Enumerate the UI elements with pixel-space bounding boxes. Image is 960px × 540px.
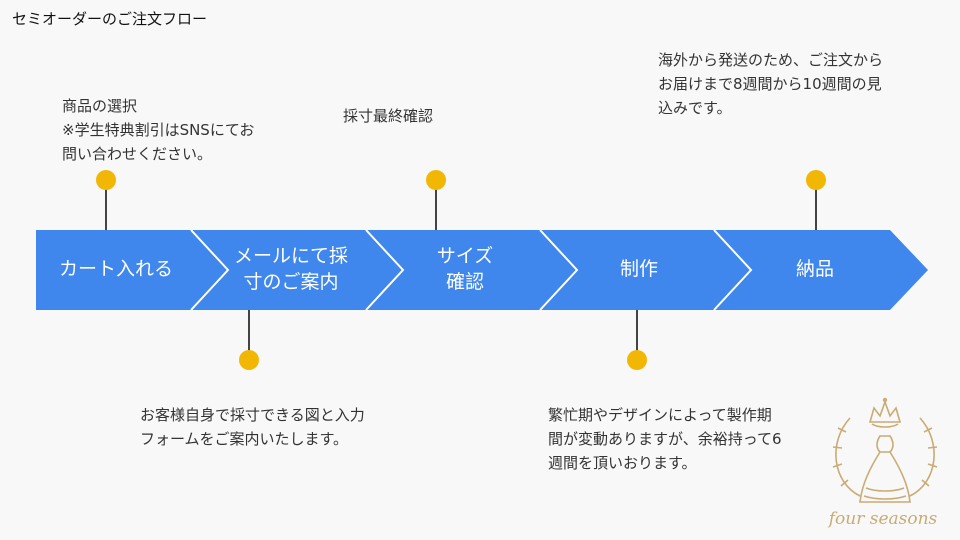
crowned-dress-wreath-icon [832, 397, 938, 503]
step-size-confirm: サイズ 確認 [436, 245, 494, 293]
note-product-selection: 商品の選択 ※学生特典割引はSNSにてお 問い合わせください。 [62, 97, 255, 163]
connector-dot-4 [627, 350, 647, 370]
connector-dot-5 [806, 170, 826, 190]
connector-dot-2 [239, 350, 259, 370]
chevron-divider-2 [365, 230, 405, 310]
chevron-divider-3 [539, 230, 579, 310]
chevron-divider-1 [190, 230, 230, 310]
step-production: 制作 [619, 258, 658, 281]
arrow-body [36, 230, 928, 310]
note-production-period: 繁忙期やデザインによって製作期 間が変動ありますが、余裕持って6 週間を頂いおり… [548, 406, 782, 472]
process-arrow [36, 230, 928, 310]
connector-dot-3 [426, 170, 446, 190]
connector-dot-1 [96, 170, 116, 190]
connector-line-5 [815, 188, 817, 230]
chevron-divider-4 [713, 230, 753, 310]
step-cart: カート入れる [58, 258, 173, 281]
connector-line-4 [636, 310, 638, 352]
brand-logo-text: four seasons [828, 509, 938, 529]
connector-line-3 [435, 188, 437, 230]
page-title: セミオーダーのご注文フロー [12, 10, 208, 28]
step-measure-guide: メールにて採 寸のご案内 [233, 245, 348, 293]
note-delivery-period: 海外から発送のため、ご注文から お届けまで8週間から10週間の見 込みです。 [658, 51, 884, 117]
connector-line-1 [105, 188, 107, 230]
step-delivery: 納品 [795, 258, 834, 281]
note-final-measure: 採寸最終確認 [343, 107, 434, 125]
connector-line-2 [248, 310, 250, 352]
note-measure-guide: お客様自身で採寸できる図と入力 フォームをご案内いたします。 [140, 406, 365, 448]
